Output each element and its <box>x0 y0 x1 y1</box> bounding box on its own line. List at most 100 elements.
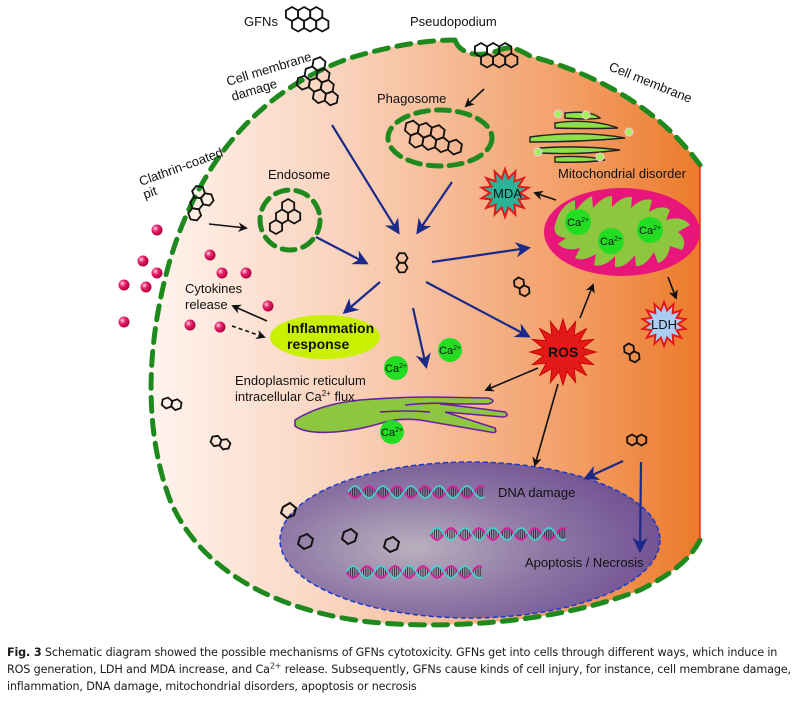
hex-ring <box>635 433 648 447</box>
svg-text:Ca2+: Ca2+ <box>600 236 622 248</box>
arrow <box>632 461 648 554</box>
hex-ring <box>291 16 306 33</box>
arrow <box>533 190 557 201</box>
cytokine-particle <box>151 267 163 279</box>
arrow <box>231 325 266 340</box>
cytokine-particle <box>216 267 228 279</box>
arrow <box>208 222 248 232</box>
cytokine-particles <box>118 224 274 333</box>
arrow <box>464 88 485 108</box>
dna-helix <box>347 485 485 499</box>
ldh-burst: LDH <box>639 299 689 349</box>
cytokine-particle <box>214 321 226 333</box>
pseudopodium-label: Pseudopodium <box>410 14 497 29</box>
endoplasmic-reticulum <box>294 396 508 434</box>
gfn-fragment-icon <box>513 276 531 298</box>
dna-helix <box>429 527 567 541</box>
er-label: Endoplasmic reticulum <box>235 373 366 388</box>
apoptosis-necrosis-label: Apoptosis / Necrosis <box>525 555 644 570</box>
calcium-ion: Ca2+ <box>598 228 624 254</box>
mda-label: MDA <box>493 186 522 201</box>
hex-ring <box>303 16 318 33</box>
mda-burst: MDA <box>478 165 532 221</box>
calcium-ion: Ca2+ <box>637 217 663 243</box>
svg-text:Ca2+: Ca2+ <box>439 345 461 357</box>
arrow <box>425 281 531 338</box>
cytokines-release-label: Cytokines <box>185 281 243 296</box>
svg-text:Ca2+: Ca2+ <box>567 217 589 229</box>
hex-ring <box>287 208 302 225</box>
caption-line-2: ROS generation, LDH and MDA increase, an… <box>7 661 791 676</box>
gfn-fragment <box>279 501 401 554</box>
hex-ring <box>218 438 232 451</box>
hex-ring <box>187 207 203 222</box>
arrow <box>315 236 369 265</box>
mitochondrial-disorder-label: Mitochondrial disorder <box>558 166 687 181</box>
hex-ring <box>315 16 330 33</box>
arrow <box>231 304 268 322</box>
dna-helix <box>345 565 483 579</box>
gfn-fragment-icon <box>209 434 232 451</box>
hex-ring <box>518 284 531 298</box>
cytokine-particle <box>204 249 216 261</box>
figure-caption: Fig. 3 Schematic diagram showed the poss… <box>7 644 797 695</box>
svg-text:Ca2+: Ca2+ <box>639 225 661 237</box>
cytokine-particle <box>118 279 130 291</box>
svg-text:Ca2+: Ca2+ <box>381 427 403 439</box>
blue-arrows <box>315 124 648 554</box>
gfn-sheet-icon <box>403 119 463 156</box>
endosome <box>257 187 323 253</box>
gfn-fragment-icon <box>160 396 183 412</box>
calcium-ion: Ca2+ <box>438 338 462 362</box>
arrow <box>411 307 431 370</box>
golgi-apparatus <box>529 109 634 163</box>
nucleus <box>279 461 661 619</box>
calcium-ion: Ca2+ <box>384 356 408 380</box>
gfn-sheet-icon <box>269 197 302 236</box>
gfn-sheet-icon <box>187 185 215 222</box>
cytokines-release-label-2: release <box>185 297 228 312</box>
arrow <box>416 181 453 235</box>
gfn-fragment-icon <box>623 342 641 364</box>
inflammation-response: Inflammation response <box>270 315 380 359</box>
mitochondrion: Ca2+ Ca2+ Ca2+ <box>544 188 700 276</box>
cytokine-particle <box>140 281 152 293</box>
phagosome <box>385 107 495 169</box>
figure-number: Fig. 3 <box>7 646 42 659</box>
ldh-label: LDH <box>651 317 677 332</box>
er-flux-label: intracellular Ca2+ flux <box>235 389 355 404</box>
calcium-ion: Ca2+ <box>565 209 591 235</box>
hex-ring <box>269 218 283 236</box>
hex-ring <box>170 398 183 412</box>
arrow <box>583 460 624 480</box>
calcium-ion: Ca2+ <box>380 420 404 444</box>
arrow <box>532 383 559 467</box>
black-arrows <box>208 88 678 467</box>
gfns-label: GFNs <box>244 14 278 29</box>
hex-ring <box>628 350 641 364</box>
gfn-sheet-icon <box>285 5 330 33</box>
hex-ring <box>446 138 463 156</box>
arrow <box>331 124 400 235</box>
ros-burst: ROS <box>528 317 598 387</box>
cytokine-particle <box>137 255 149 267</box>
arrow <box>342 281 381 315</box>
gfn-fragment-icon <box>626 433 648 447</box>
arrow <box>484 367 539 392</box>
cytokine-particle <box>184 319 196 331</box>
ros-label: ROS <box>548 344 578 360</box>
gfn-cytotoxicity-diagram: Ca2+ Ca2+ Ca2+ Ca2+ Ca2+ Ca2+ <box>118 5 703 628</box>
hex-ring <box>199 192 215 207</box>
cytokine-particle <box>240 267 252 279</box>
arrow <box>667 276 678 300</box>
cytokine-particle <box>118 316 130 328</box>
inflammation-label-2: response <box>287 336 349 352</box>
cytokine-particle <box>151 224 163 236</box>
hex-ring <box>395 261 409 274</box>
endosome-label: Endosome <box>268 167 330 182</box>
gfn-sheet-icon <box>295 56 339 107</box>
phagosome-label: Phagosome <box>377 91 446 106</box>
gfn-sheet-icon <box>474 41 519 69</box>
inflammation-label: Inflammation <box>287 320 374 336</box>
arrow <box>579 283 595 319</box>
